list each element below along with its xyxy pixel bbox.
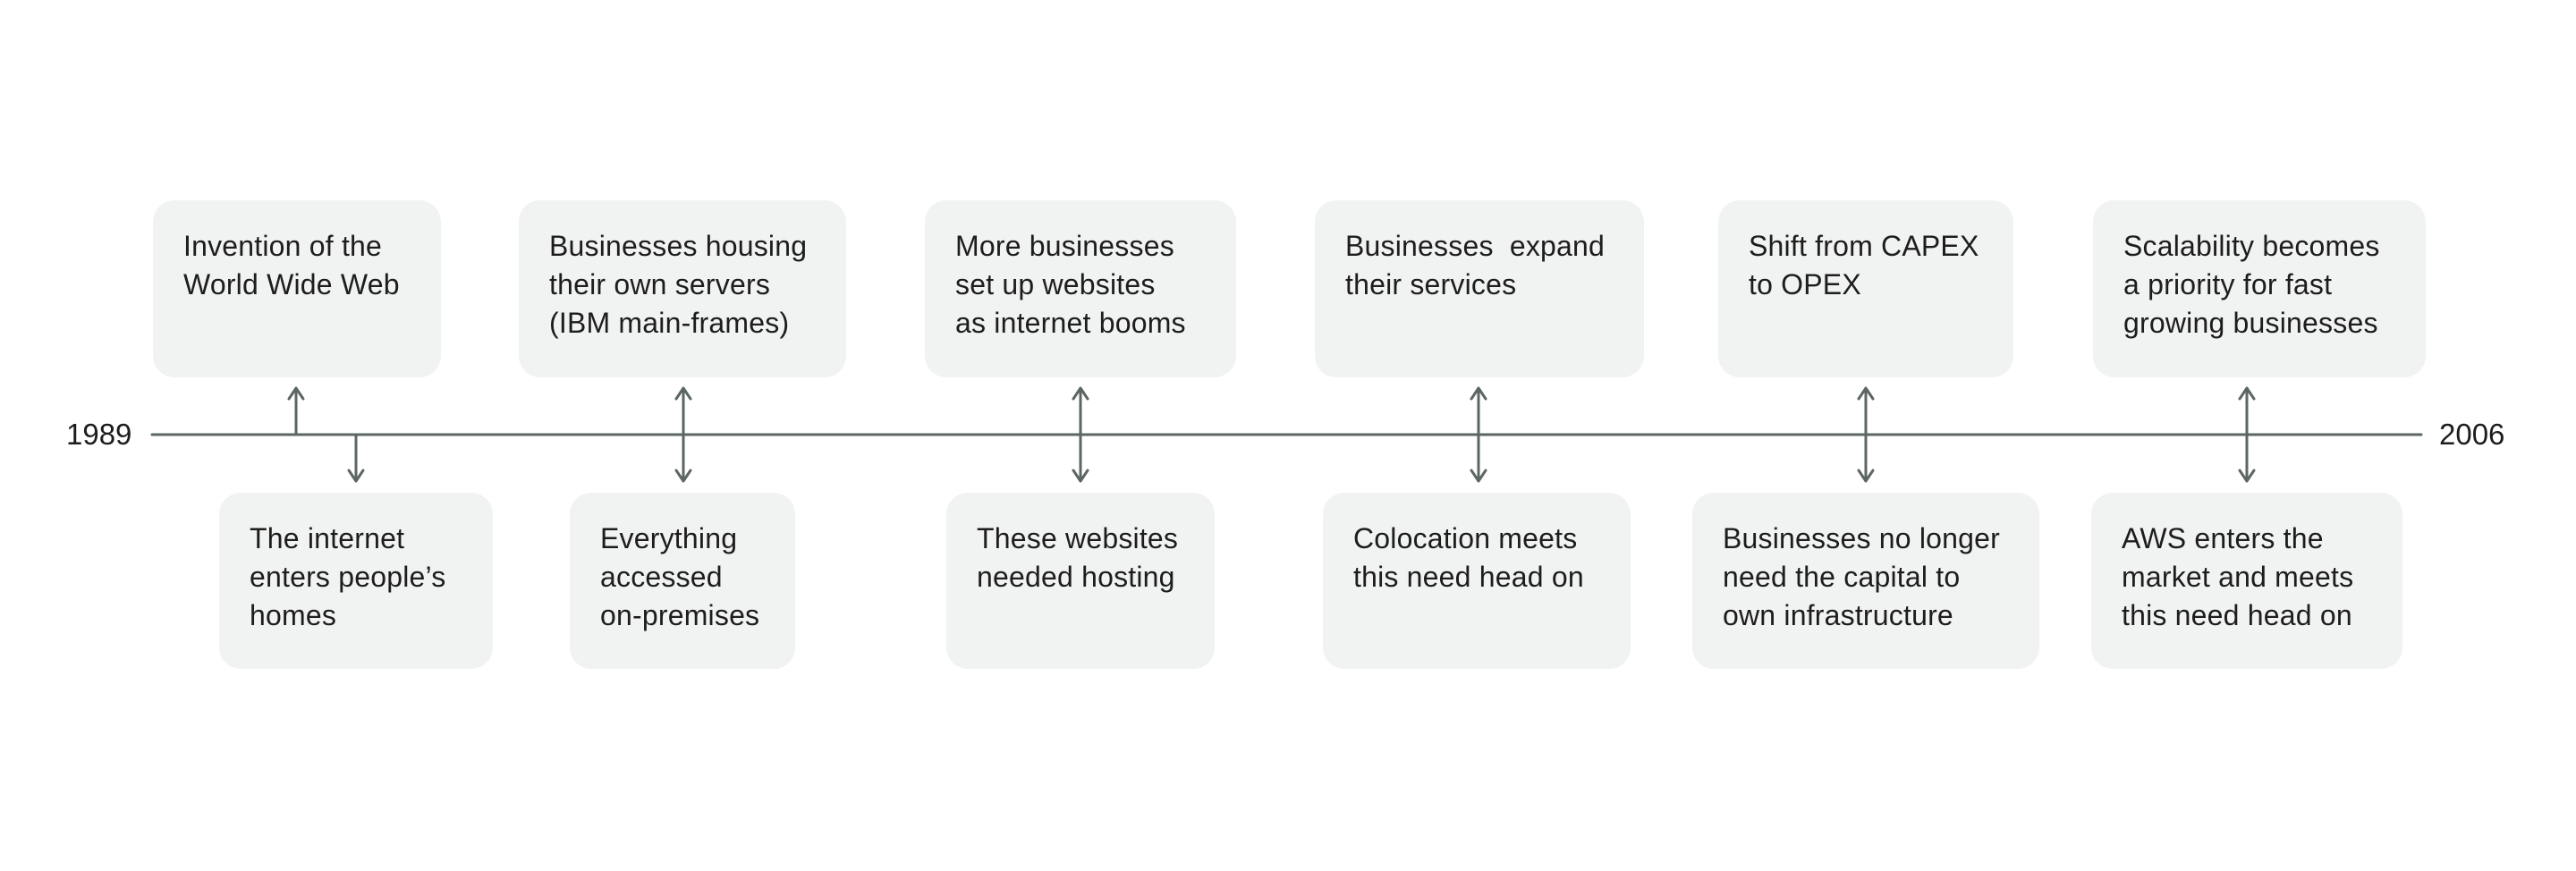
event-box-top-invention-www: Invention of the World Wide Web xyxy=(153,200,441,377)
double-arrow-icon xyxy=(1470,386,1487,483)
start-year-label: 1989 xyxy=(66,418,132,451)
double-arrow-icon xyxy=(674,386,692,483)
up-arrow-icon xyxy=(287,386,305,436)
event-box-bottom-aws-enters: AWS enters the market and meets this nee… xyxy=(2091,493,2402,669)
double-arrow-icon xyxy=(2238,386,2256,483)
event-box-bottom-colocation: Colocation meets this need head on xyxy=(1323,493,1631,669)
end-year-label: 2006 xyxy=(2439,418,2505,451)
event-box-top-scalability: Scalability becomes a priority for fast … xyxy=(2093,200,2426,377)
event-box-top-expand-services: Businesses expand their services xyxy=(1315,200,1644,377)
event-box-bottom-internet-homes: The internet enters people’s homes xyxy=(219,493,493,669)
double-arrow-icon xyxy=(1072,386,1089,483)
double-arrow-icon xyxy=(1857,386,1875,483)
down-arrow-icon xyxy=(347,433,365,483)
event-box-top-more-websites: More businesses set up websites as inter… xyxy=(925,200,1236,377)
event-box-bottom-no-capital: Businesses no longer need the capital to… xyxy=(1692,493,2039,669)
event-box-bottom-on-premises: Everything accessed on-premises xyxy=(570,493,795,669)
event-box-bottom-needed-hosting: These websites needed hosting xyxy=(946,493,1215,669)
event-box-top-capex-opex: Shift from CAPEX to OPEX xyxy=(1718,200,2013,377)
event-box-top-own-servers: Businesses housing their own servers (IB… xyxy=(519,200,846,377)
